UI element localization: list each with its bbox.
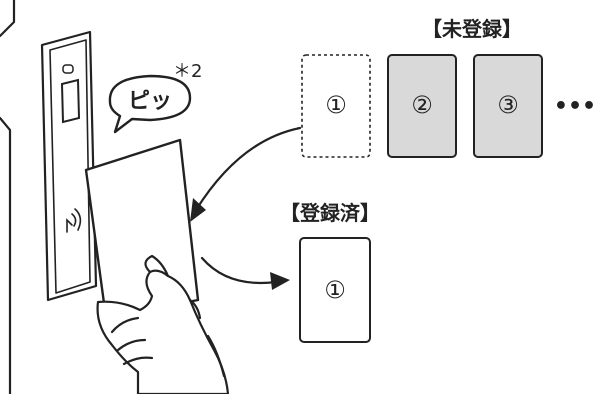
held-card bbox=[84, 138, 200, 320]
card-number: ② bbox=[411, 91, 433, 119]
ellipsis-text: ••• bbox=[554, 94, 596, 119]
unregistered-title: 【未登録】 bbox=[422, 17, 522, 41]
unregistered-card-2: ② bbox=[387, 54, 457, 158]
register-arrow bbox=[200, 256, 290, 290]
nfc-icon bbox=[66, 208, 82, 233]
camera-icon bbox=[62, 64, 74, 74]
card-reader-device bbox=[40, 30, 98, 302]
card-number: ① bbox=[324, 276, 346, 304]
door-frame bbox=[0, 0, 16, 394]
registered-title: 【登録済】 bbox=[280, 201, 380, 225]
hand-illustration bbox=[96, 254, 230, 394]
display-screen bbox=[60, 78, 81, 124]
card-number: ③ bbox=[497, 91, 519, 119]
footnote-marker: ＊2 bbox=[173, 61, 202, 82]
unregistered-card-3: ③ bbox=[473, 54, 543, 158]
more-cards-ellipsis: ••• bbox=[554, 94, 596, 119]
card-number: ① bbox=[325, 91, 347, 119]
unregistered-card-1: ① bbox=[301, 54, 371, 158]
scan-arrow bbox=[190, 126, 302, 222]
sound-text: ピッ bbox=[128, 89, 172, 114]
registered-card-1: ① bbox=[299, 237, 371, 343]
sound-bubble: ピッ ＊2 bbox=[108, 61, 202, 134]
